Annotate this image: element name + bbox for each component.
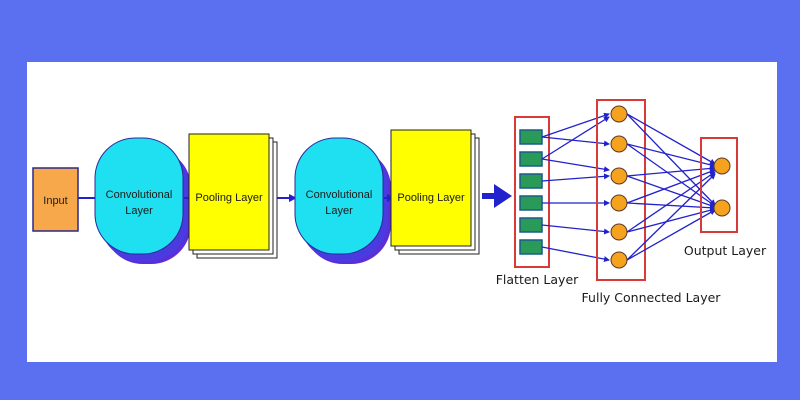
diagram-canvas: Input Convolutional Layer Pooling Layer … [27, 62, 777, 362]
fc-neuron [610, 223, 628, 241]
conv-layer-1-label-line2: Layer [125, 205, 153, 217]
flatten-to-fc-connections [541, 112, 610, 262]
conv-layer-1-label-line1: Convolutional [106, 189, 173, 201]
fc-neuron [610, 105, 628, 123]
pooling-layer-2-label: Pooling Layer [397, 192, 465, 204]
output-neuron [713, 157, 731, 175]
output-layer: Output Layer [684, 137, 767, 258]
pooling-layer-1: Pooling Layer [188, 133, 278, 259]
flatten-cell [519, 129, 543, 145]
pooling-layer-2: Pooling Layer [390, 129, 480, 255]
fully-connected-layer: Fully Connected Layer [582, 99, 722, 305]
conv-layer-2-label-line1: Convolutional [306, 189, 373, 201]
cnn-architecture-diagram: Input Convolutional Layer Pooling Layer … [32, 99, 767, 305]
flatten-cell [519, 173, 543, 189]
input-label: Input [43, 195, 67, 207]
fc-neuron [610, 194, 628, 212]
flatten-layer: Flatten Layer [496, 116, 579, 287]
flatten-layer-label: Flatten Layer [496, 272, 579, 287]
conv-layer-2: Convolutional Layer [294, 137, 391, 264]
flatten-cell [519, 151, 543, 167]
flatten-cell [519, 195, 543, 211]
conv-layer-2-label-line2: Layer [325, 205, 353, 217]
fc-neuron [610, 135, 628, 153]
flatten-cell [519, 239, 543, 255]
pooling-layer-1-label: Pooling Layer [195, 192, 263, 204]
fc-neuron [610, 167, 628, 185]
fc-neuron [610, 251, 628, 269]
conv-layer-1: Convolutional Layer [94, 137, 191, 264]
input-node: Input [32, 167, 79, 232]
output-layer-label: Output Layer [684, 243, 767, 258]
fully-connected-layer-label: Fully Connected Layer [582, 290, 722, 305]
flatten-cell [519, 217, 543, 233]
arrow-pool2-to-flatten [482, 184, 512, 208]
output-neuron [713, 199, 731, 217]
